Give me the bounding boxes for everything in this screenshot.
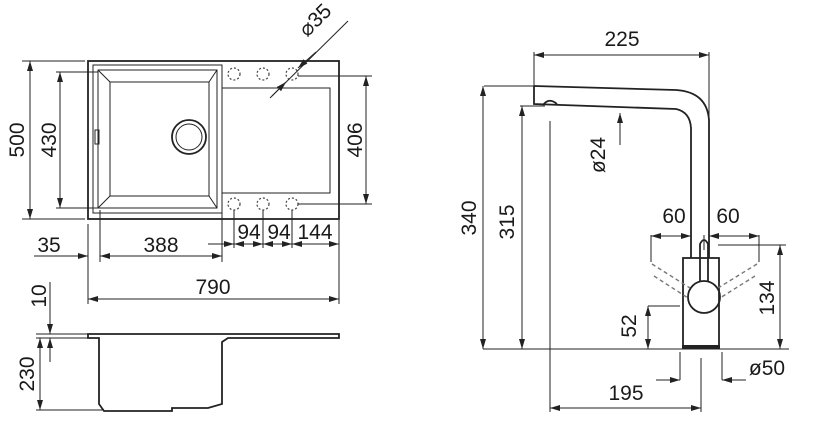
dim-315: 315 — [496, 204, 519, 239]
tap-holes — [227, 67, 299, 211]
drain-inner — [175, 123, 203, 151]
lever-pivot — [687, 280, 721, 314]
dim-790: 790 — [195, 276, 230, 299]
dim-base-diameter: ø50 — [749, 357, 785, 380]
dim-tap-hole-diameter: ⌀35 — [295, 0, 337, 41]
dim-225: 225 — [604, 28, 639, 51]
dim-388: 388 — [143, 234, 178, 257]
dim-10: 10 — [28, 284, 51, 307]
dim-134: 134 — [756, 280, 779, 315]
faucet-base — [682, 345, 720, 349]
dim-340: 340 — [458, 200, 481, 235]
bowl-rim — [92, 64, 223, 214]
dim-35: 35 — [37, 234, 60, 257]
dim-406: 406 — [344, 122, 367, 157]
dim-94-b: 94 — [267, 221, 291, 244]
dim-430: 430 — [38, 122, 61, 157]
lever-swing-positions — [651, 263, 758, 299]
dim-60-left: 60 — [662, 205, 685, 228]
dim-500: 500 — [6, 122, 29, 157]
sink-side-view: 10 230 — [16, 282, 340, 412]
dim-52: 52 — [618, 314, 641, 337]
dim-94-a: 94 — [237, 221, 261, 244]
dim-230: 230 — [16, 356, 39, 391]
dim-144: 144 — [297, 221, 332, 244]
spout-outer — [533, 85, 710, 258]
bowl-inner — [109, 81, 210, 197]
sink-profile — [87, 333, 340, 412]
spout-inner — [533, 86, 692, 258]
sink-outline — [87, 60, 340, 220]
dim-60-right: 60 — [716, 205, 739, 228]
dim-spout-diameter: ø24 — [587, 137, 610, 174]
dim-195: 195 — [608, 382, 643, 405]
sink-top-view: 500 430 406 ⌀35 35 388 94 94 144 790 — [6, 0, 372, 304]
drain-outer — [171, 119, 207, 155]
drainboard — [221, 87, 331, 194]
overflow — [94, 129, 100, 145]
faucet-side-view: 225 340 315 ø24 60 60 134 52 195 ø50 — [458, 28, 789, 412]
aerator — [542, 99, 558, 106]
